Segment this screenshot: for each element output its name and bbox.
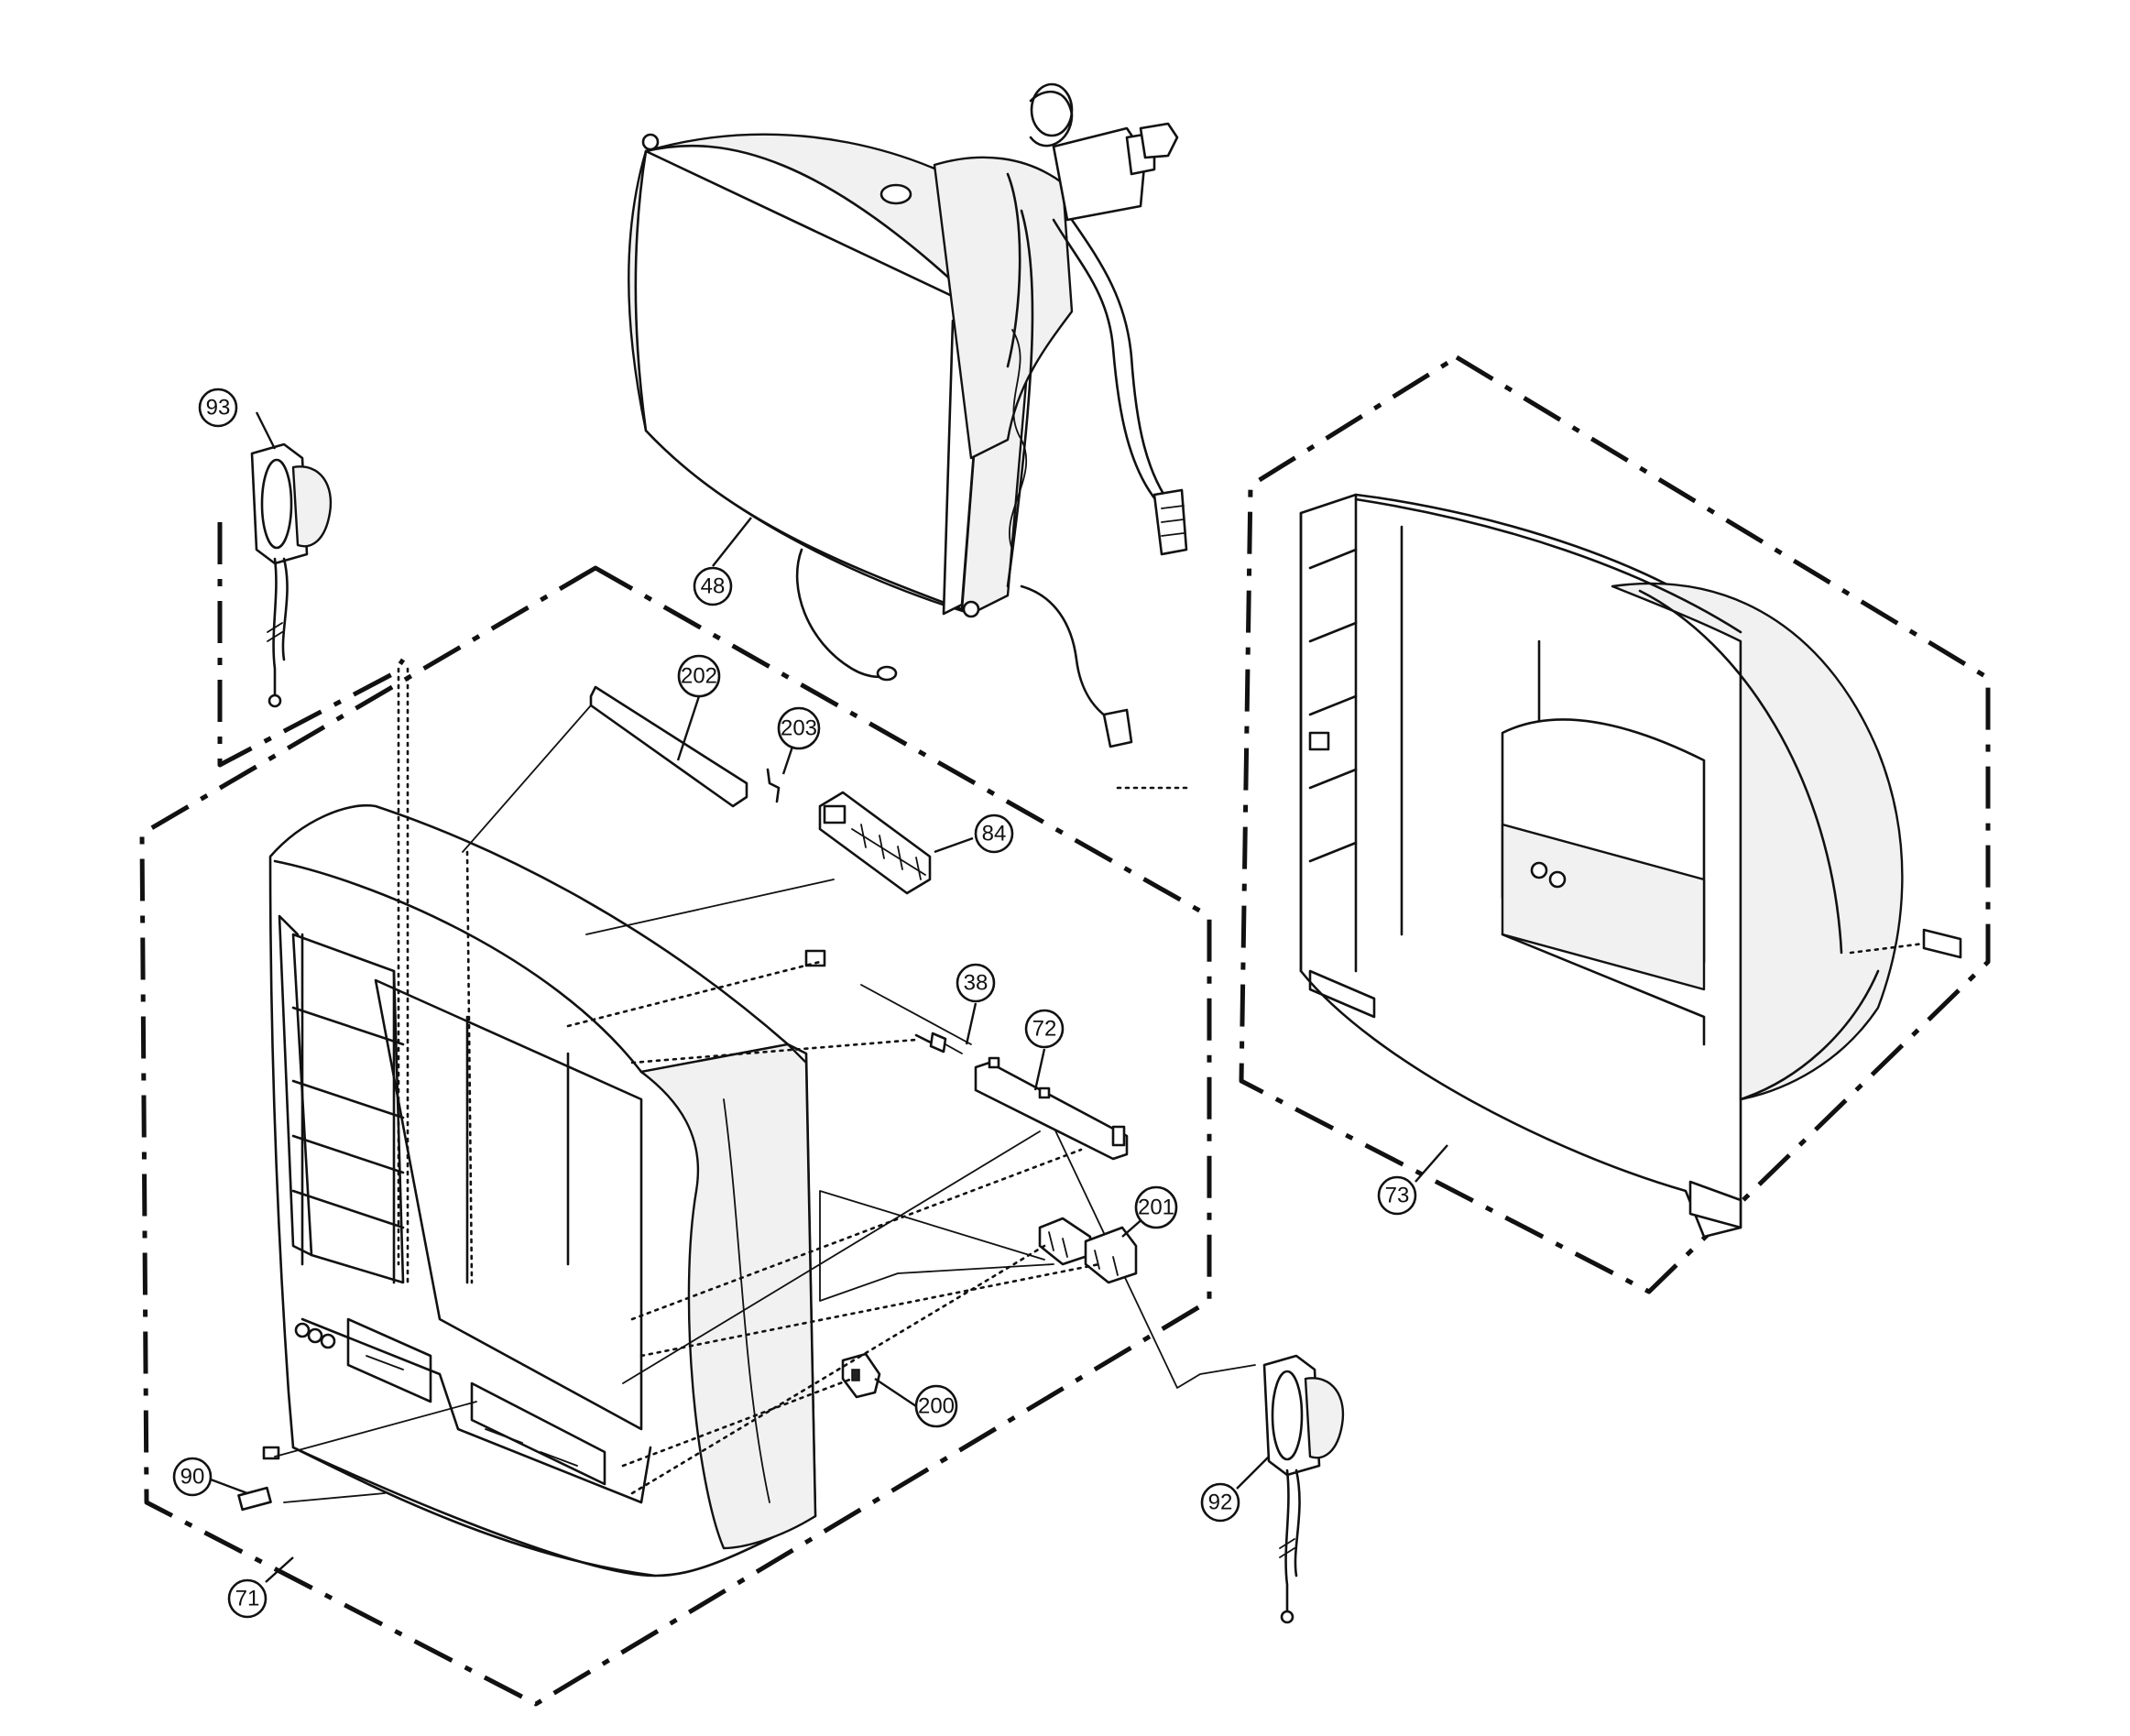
- callout-72-label: 72: [1032, 1017, 1057, 1042]
- callout-200-label: 200: [918, 1394, 955, 1419]
- back-cabinet-boundary: [1239, 355, 1991, 1294]
- callout-38-label: 38: [964, 971, 989, 996]
- callout-48-label: 48: [701, 574, 726, 599]
- part-200-switch: [841, 1352, 881, 1399]
- part-203-clip: [766, 768, 781, 803]
- callout-202-label: 202: [681, 664, 717, 689]
- part-small-logo: [262, 1446, 280, 1460]
- callout-203-label: 203: [781, 716, 817, 741]
- callout-203: 203: [777, 706, 821, 750]
- callout-84-label: 84: [982, 822, 1007, 846]
- callout-73: 73: [1377, 1175, 1417, 1216]
- callout-201: 201: [1134, 1185, 1178, 1229]
- dotted-guides: [397, 667, 1926, 1495]
- speaker-right: [1262, 1354, 1345, 1624]
- callout-73-label: 73: [1385, 1184, 1410, 1208]
- part-202-bracket: [589, 685, 748, 808]
- callout-84: 84: [974, 813, 1014, 854]
- callout-90-label: 90: [180, 1465, 205, 1490]
- callout-92-label: 92: [1208, 1490, 1233, 1515]
- part-84-keypad: [818, 791, 932, 895]
- callout-leaders: [210, 411, 1448, 1583]
- callout-71: 71: [227, 1578, 268, 1619]
- part-72-board: [974, 1056, 1129, 1161]
- front-cabinet-boundary: [139, 565, 1212, 1707]
- callout-48: 48: [693, 566, 733, 606]
- picture-tube: [628, 82, 1188, 748]
- front-cabinet: [268, 803, 817, 1578]
- callout-201-label: 201: [1138, 1196, 1174, 1220]
- speaker-left-boundary: [217, 522, 406, 768]
- part-small-square: [804, 949, 826, 967]
- callout-38: 38: [956, 963, 996, 1003]
- callout-71-label: 71: [235, 1587, 260, 1611]
- speaker-left: [250, 442, 333, 708]
- assembly-lines: [274, 704, 1054, 1503]
- callout-200: 200: [914, 1384, 958, 1428]
- part-201-keypads: [1038, 1217, 1138, 1284]
- callout-72: 72: [1024, 1009, 1065, 1049]
- callout-93: 93: [198, 388, 238, 428]
- callout-93-label: 93: [206, 396, 231, 420]
- part-38-spring: [914, 1032, 963, 1054]
- callout-92: 92: [1200, 1482, 1240, 1523]
- callout-202: 202: [677, 654, 721, 698]
- back-cabinet: [1299, 493, 1962, 1239]
- callout-90: 90: [172, 1457, 213, 1497]
